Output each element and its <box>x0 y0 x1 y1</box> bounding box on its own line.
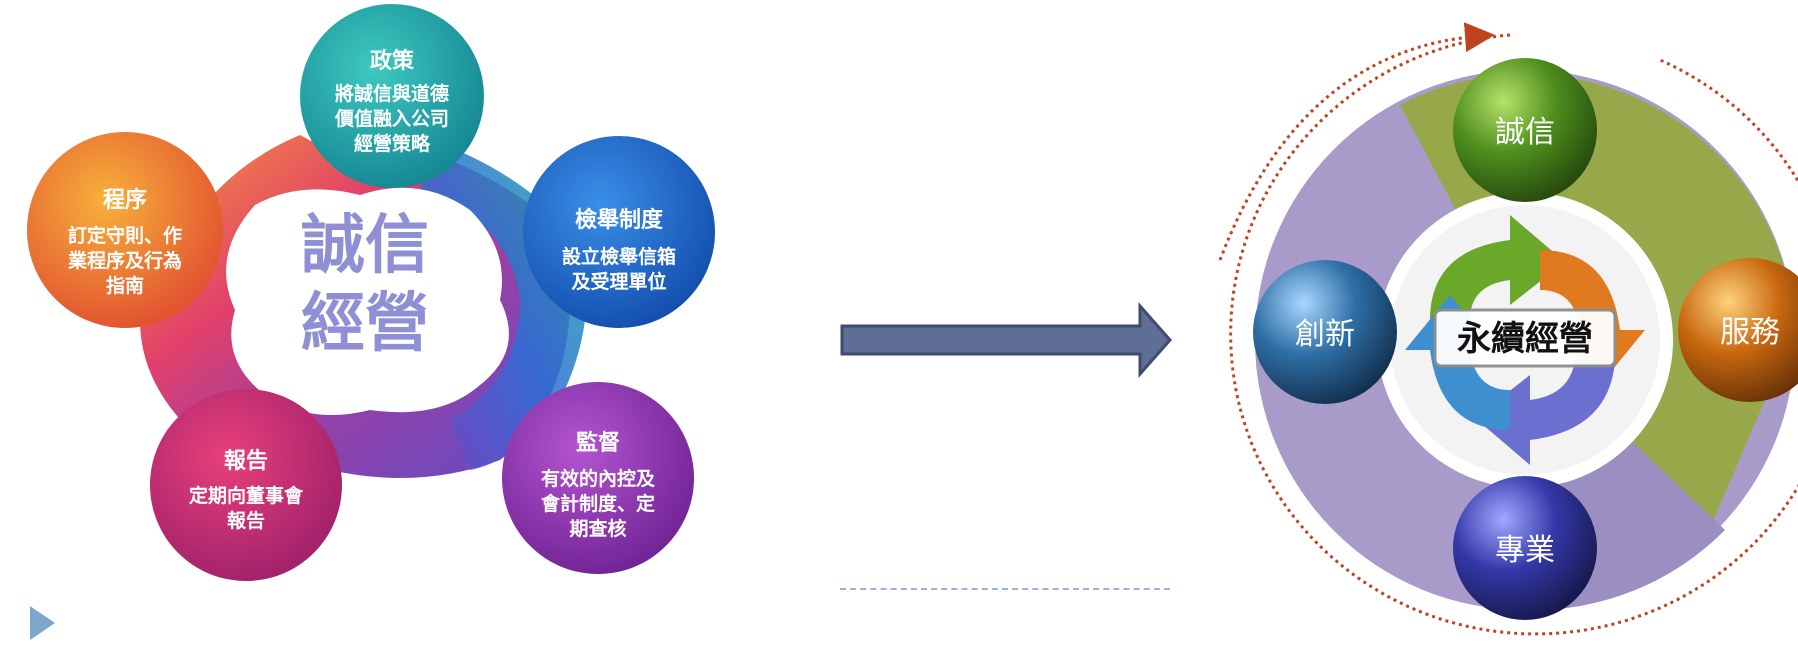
node-whistleblowing-line2: 及受理單位 <box>571 270 666 293</box>
node-procedure-line1: 訂定守則、作 <box>68 224 182 247</box>
node-supervision-title: 監督 <box>576 430 620 456</box>
node-report-line1: 定期向董事會 <box>189 484 304 507</box>
node-report-line2: 報告 <box>227 509 265 532</box>
center-title-line2: 經營 <box>301 287 429 361</box>
node-policy-title: 政策 <box>370 48 415 74</box>
cycle-arrow-green <box>1430 215 1565 320</box>
node-procedure-title: 程序 <box>103 187 147 213</box>
ball-integrity-label: 誠信 <box>1495 115 1555 150</box>
cycle-arrow-purple <box>1475 360 1615 465</box>
node-supervision-line1: 有效的內控及 <box>541 467 656 490</box>
sustainability-cycle-diagram: 永續經營 誠信 服務 專業 創新 <box>1218 22 1798 636</box>
node-supervision: 監督 有效的內控及 會計制度、定 期查核 <box>502 382 694 574</box>
center-label: 永續經營 <box>1457 319 1593 359</box>
node-policy-line1: 將誠信與道德 <box>335 82 449 105</box>
ball-service: 服務 <box>1678 258 1798 402</box>
node-whistleblowing: 檢舉制度 設立檢舉信箱 及受理單位 <box>523 136 715 328</box>
node-supervision-line2: 會計制度、定 <box>541 492 655 515</box>
ball-integrity: 誠信 <box>1453 58 1597 202</box>
play-triangle-icon <box>30 606 55 640</box>
center-title-line1: 誠信 <box>301 209 429 283</box>
right-arrow-icon <box>840 302 1173 378</box>
node-procedure-line2: 業程序及行為 <box>67 249 182 272</box>
node-whistleblowing-line1: 設立檢舉信箱 <box>562 245 676 268</box>
center-label-box <box>1433 308 1617 368</box>
node-policy-line2: 價值融入公司 <box>334 107 449 130</box>
node-procedure: 程序 訂定守則、作 業程序及行為 指南 <box>27 132 223 328</box>
integrity-management-diagram: 誠信 經營 政策 將誠信與道德 價值融入公司 經營策略 檢舉制度 設立檢舉信箱 … <box>27 4 715 640</box>
node-report: 報告 定期向董事會 報告 <box>150 389 342 581</box>
ball-innovation-label: 創新 <box>1295 317 1355 352</box>
dashed-divider <box>840 588 1170 590</box>
node-report-title: 報告 <box>224 448 268 474</box>
dotted-orbit <box>1229 33 1798 636</box>
dotted-orbit-top <box>1218 22 1495 261</box>
node-policy: 政策 將誠信與道德 價值融入公司 經營策略 <box>300 4 484 188</box>
ball-professional-label: 專業 <box>1495 533 1555 568</box>
ball-service-label: 服務 <box>1720 315 1780 350</box>
ball-professional: 專業 <box>1453 476 1597 620</box>
flow-arrow <box>840 302 1173 378</box>
center-area <box>226 187 509 415</box>
node-supervision-line3: 期查核 <box>569 517 626 540</box>
node-policy-line3: 經營策略 <box>354 132 431 155</box>
ball-innovation: 創新 <box>1253 260 1397 404</box>
node-procedure-line3: 指南 <box>106 275 144 297</box>
node-whistleblowing-title: 檢舉制度 <box>575 207 664 233</box>
